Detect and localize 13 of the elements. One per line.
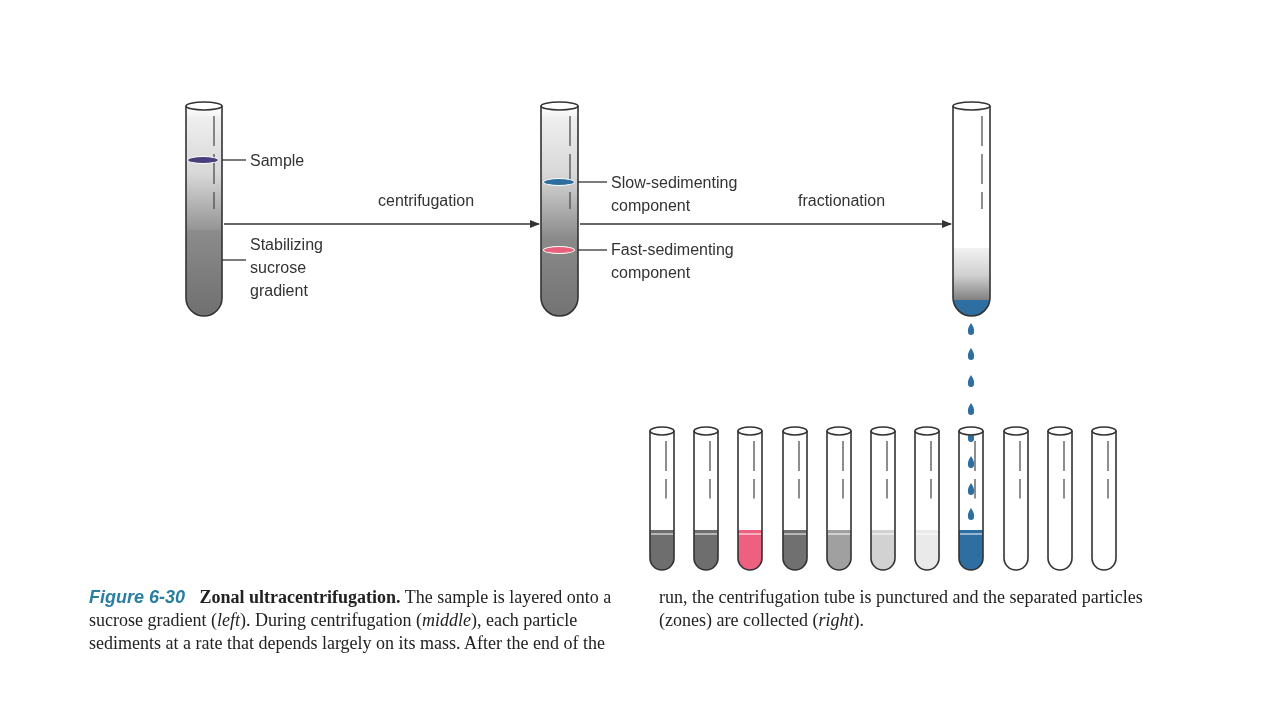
leader-line (220, 259, 247, 261)
fast-band (543, 246, 575, 254)
figure-caption: Figure 6-30 Zonal ultracentrifugation. The sample is layered onto a sucrose gradient (left). During centrifugation (middle), each particle sediments at a rate that depends largely on its mass. After the end of the run, the centrifugation tube is punctured and the separated particles (zones) are collected (right). (89, 586, 1144, 655)
arrow (223, 220, 540, 228)
part-label: Slow-sedimenting component (611, 173, 739, 216)
gradient-zone (187, 230, 221, 314)
arrow (579, 220, 952, 228)
part-label: Stabilizing sucrose gradient (250, 235, 324, 301)
slow-band (543, 178, 575, 186)
part-label: Sample (250, 151, 306, 171)
edge-label: centrifugation (376, 192, 477, 210)
sample-band (187, 156, 219, 164)
part-label: Fast-sedimenting component (611, 240, 735, 283)
